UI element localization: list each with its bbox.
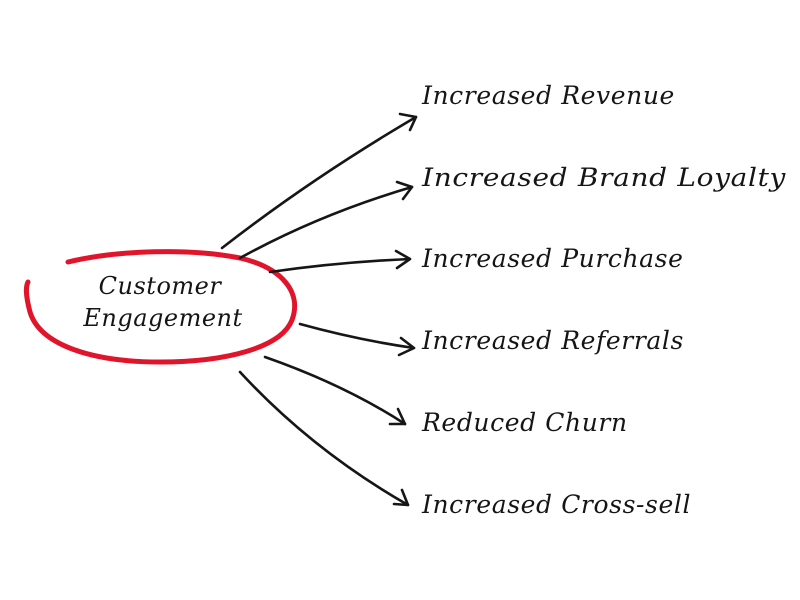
arrowhead-icon [397, 336, 416, 357]
outcome-label-brand-loyalty: Increased Brand Loyalty [421, 163, 786, 192]
outcome-label-referrals: Increased Referrals [421, 326, 684, 355]
arrowhead-icon [392, 488, 410, 507]
center-label-line-2: Engagement [82, 304, 242, 332]
arrow-to-brand-loyalty [238, 180, 414, 260]
arrowhead-icon [394, 249, 412, 270]
outcome-label-revenue: Increased Revenue [421, 81, 675, 110]
arrow-to-revenue [220, 112, 418, 250]
outcome-label-cross-sell: Increased Cross-sell [421, 490, 691, 519]
arrowhead-icon [395, 180, 414, 201]
outcome-label-churn: Reduced Churn [421, 408, 628, 437]
arrow-to-churn [263, 355, 407, 426]
arrowhead-icon [388, 407, 407, 426]
arrow-to-cross-sell [238, 370, 410, 507]
arrow-to-purchase [268, 249, 412, 274]
arrowhead-icon [398, 112, 418, 132]
outcome-label-purchase: Increased Purchase [421, 244, 684, 273]
center-circle [23, 249, 298, 365]
center-label-line-1: Customer [99, 272, 223, 300]
arrow-to-referrals [298, 322, 416, 357]
